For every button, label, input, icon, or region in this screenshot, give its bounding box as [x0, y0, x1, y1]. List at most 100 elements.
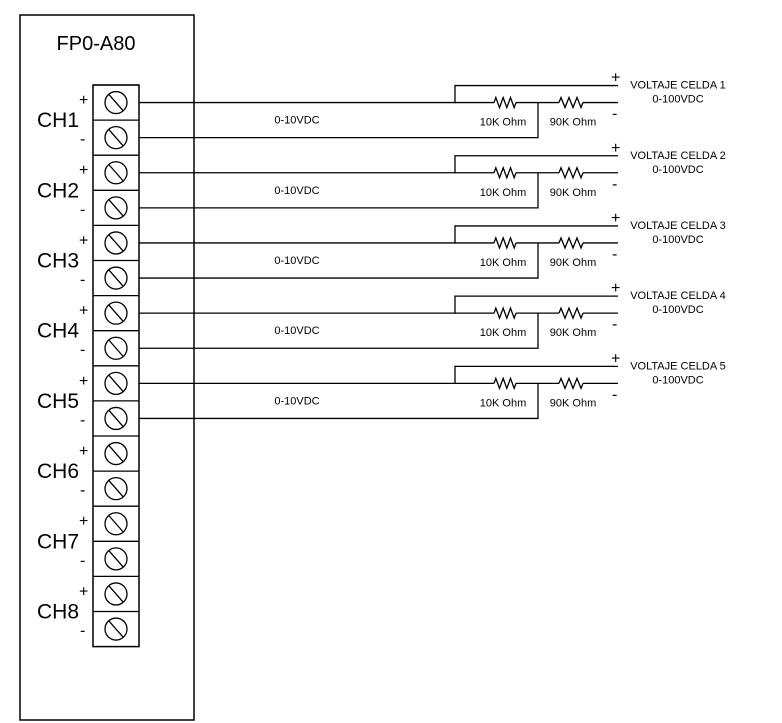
input-range-label: 0-10VDC [274, 255, 319, 267]
source-plus-wire [139, 155, 618, 174]
terminal-ch8-plus [93, 575, 139, 606]
channel-minus-sign: - [80, 552, 85, 569]
terminal-ch1-plus [93, 84, 139, 115]
resistor-90k-label: 90K Ohm [550, 187, 596, 199]
terminal-screw-icon [104, 512, 128, 536]
terminal-ch5-minus [93, 400, 139, 431]
input-range-label: 0-10VDC [274, 185, 319, 197]
divider-circuit: 0-10VDC 10K Ohm 90K Ohm + - VOLTAJE CELDA 2 0-… [139, 140, 726, 209]
channel-label: CH5 [37, 390, 79, 413]
resistor-icon [558, 236, 584, 250]
source-minus-sign: - [612, 176, 617, 193]
input-range-label: 0-10VDC [274, 325, 319, 337]
channel-plus-sign: + [79, 373, 88, 390]
terminal-ch4-plus [93, 294, 139, 325]
return-wire [139, 313, 539, 349]
return-wire [139, 172, 539, 209]
terminal-screw-icon [104, 441, 128, 466]
resistor-icon [493, 95, 517, 110]
terminal-screw-icon [104, 125, 128, 150]
channel-plus-sign: + [79, 443, 88, 460]
source-plus-sign: + [611, 280, 620, 297]
channel-plus-sign: + [79, 92, 88, 109]
terminal-ch3-minus [93, 259, 139, 290]
terminal-screw-icon [104, 371, 128, 396]
channel-plus-sign: + [79, 583, 88, 600]
resistor-10k-label: 10K Ohm [480, 187, 526, 199]
source-minus-sign: - [612, 106, 617, 123]
resistor-icon [558, 306, 584, 320]
terminal-ch1-minus [93, 119, 139, 150]
resistor-10k-label: 10K Ohm [480, 397, 526, 409]
resistor-icon [558, 95, 584, 110]
channel-minus-sign: - [80, 272, 85, 289]
terminal-ch2-plus [93, 154, 139, 185]
resistor-icon [493, 236, 517, 250]
source-plus-wire [139, 84, 618, 104]
terminal-screw-icon [104, 336, 128, 360]
channel-label: CH4 [37, 320, 79, 343]
return-wire [139, 242, 539, 279]
source-label: VOLTAJE CELDA 1 [630, 80, 726, 92]
terminal-screw-icon [104, 476, 128, 501]
terminal-ch8-minus [93, 610, 139, 641]
channel-minus-sign: - [80, 201, 85, 218]
divider-circuits: 0-10VDC 10K Ohm 90K Ohm + - VOLTAJE CELDA 1 0-… [139, 70, 726, 420]
channel-label-group: CH7+- [37, 513, 88, 569]
terminal-screw-icon [104, 196, 128, 220]
terminal-ch6-minus [93, 470, 139, 501]
source-minus-sign: - [612, 316, 617, 333]
source-range-label: 0-100VDC [652, 234, 703, 246]
terminal-screw-icon [104, 90, 128, 115]
source-label: VOLTAJE CELDA 2 [630, 150, 726, 162]
input-range-label: 0-10VDC [274, 115, 319, 127]
return-wire [139, 383, 539, 420]
source-range-label: 0-100VDC [652, 164, 703, 176]
channel-plus-sign: + [79, 303, 88, 320]
channel-label-group: CH1+- [37, 92, 88, 148]
module-title: FP0-A80 [57, 33, 136, 55]
resistor-90k-label: 90K Ohm [550, 117, 596, 129]
terminal-screw-icon [104, 301, 128, 325]
terminal-block: CH1+-CH2+-CH3+-CH4+-CH5+-CH6+-CH7+-CH8+- [37, 84, 140, 648]
channel-label: CH3 [37, 250, 79, 273]
source-range-label: 0-100VDC [652, 374, 703, 386]
channel-label-group: CH2+- [37, 162, 88, 218]
terminal-ch3-plus [93, 224, 139, 255]
terminal-screw-icon [104, 617, 128, 641]
source-label: VOLTAJE CELDA 4 [630, 290, 726, 302]
channel-minus-sign: - [80, 342, 85, 359]
input-range-label: 0-10VDC [274, 395, 319, 407]
resistor-90k-label: 90K Ohm [550, 397, 596, 409]
resistor-icon [493, 376, 517, 391]
source-label: VOLTAJE CELDA 5 [630, 360, 726, 372]
terminal-screw-icon [104, 547, 128, 571]
source-plus-sign: + [611, 350, 620, 367]
terminal-screw-icon [104, 406, 128, 431]
channel-label-group: CH8+- [37, 583, 88, 639]
terminal-ch4-minus [93, 330, 139, 360]
resistor-icon [558, 165, 584, 180]
resistor-icon [558, 376, 584, 391]
resistor-10k-label: 10K Ohm [480, 257, 526, 269]
source-plus-sign: + [611, 140, 620, 157]
channel-plus-sign: + [79, 232, 88, 249]
channel-label-group: CH4+ - [37, 303, 88, 359]
resistor-90k-label: 90K Ohm [550, 257, 596, 269]
terminal-ch5-plus [93, 365, 139, 396]
resistor-10k-label: 10K Ohm [480, 327, 526, 339]
return-wire [139, 102, 539, 139]
channel-label: CH7 [37, 530, 79, 553]
terminal-screw-icon [104, 582, 128, 606]
source-plus-wire [139, 225, 618, 244]
resistor-icon [493, 165, 517, 180]
resistor-90k-label: 90K Ohm [550, 327, 596, 339]
terminal-ch7-minus [93, 540, 139, 571]
channel-minus-sign: - [80, 131, 85, 148]
channel-label: CH8 [37, 601, 79, 624]
terminal-screw-icon [104, 231, 128, 255]
